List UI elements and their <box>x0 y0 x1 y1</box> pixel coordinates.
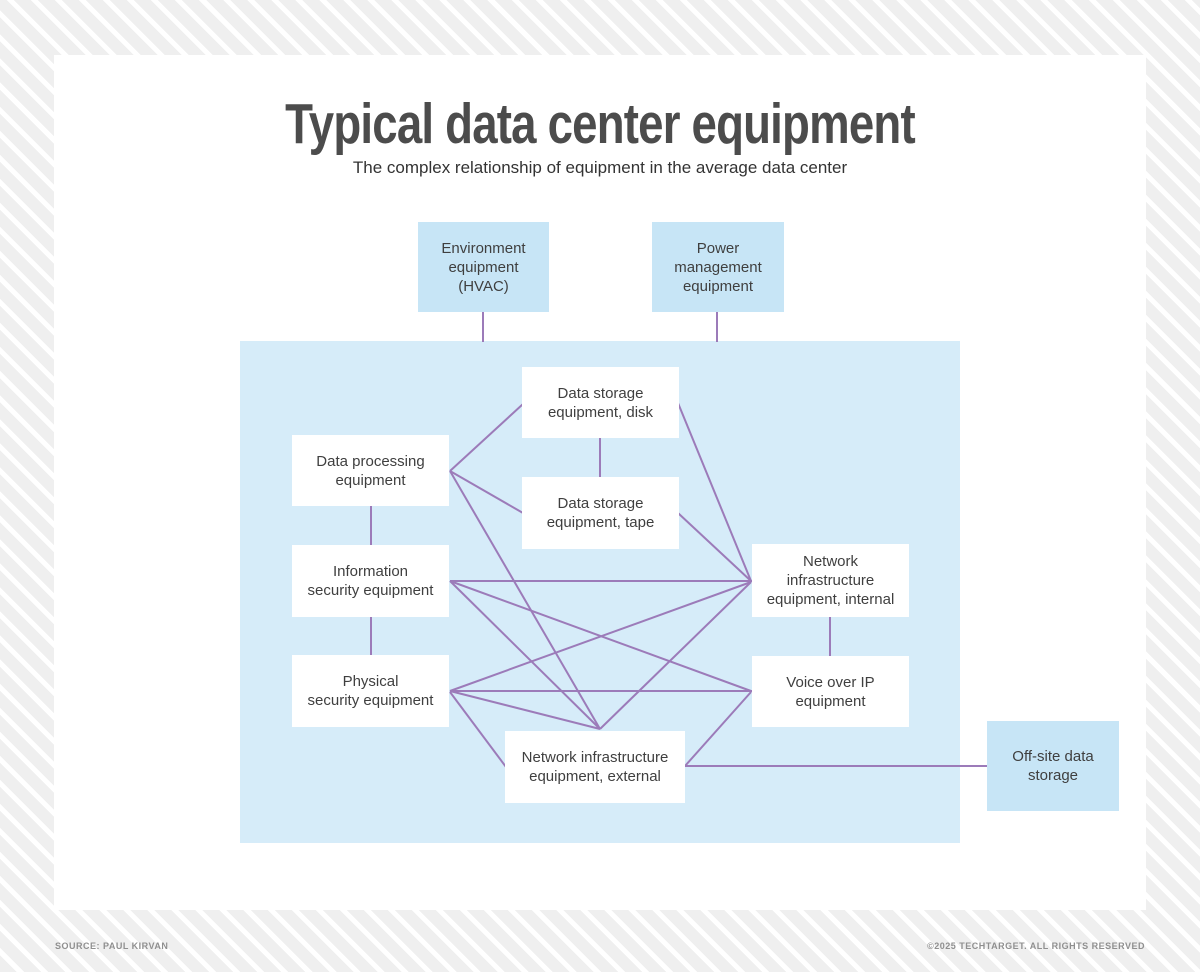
page-title: Typical data center equipment <box>285 92 916 156</box>
edge-data-processing--network-external <box>449 470 601 730</box>
edge-physical-security--network-external <box>449 690 601 730</box>
edge-network-external--voip <box>684 691 752 767</box>
edge-storage-tape--network-internal <box>677 512 752 582</box>
source-credit: SOURCE: PAUL KIRVAN <box>55 941 169 951</box>
edge-physical-security--network-external <box>449 691 507 768</box>
edge-storage-disk--network-internal <box>677 402 752 582</box>
edge-data-processing--storage-tape <box>449 470 524 514</box>
edge-information-security--voip <box>449 580 752 692</box>
page-subtitle: The complex relationship of equipment in… <box>352 158 848 177</box>
copyright-notice: ©2025 TECHTARGET. ALL RIGHTS RESERVED <box>927 941 1145 951</box>
edge-network-internal--network-external <box>599 581 752 730</box>
edge-information-security--network-external <box>449 580 601 730</box>
edge-data-processing--storage-disk <box>449 403 524 472</box>
